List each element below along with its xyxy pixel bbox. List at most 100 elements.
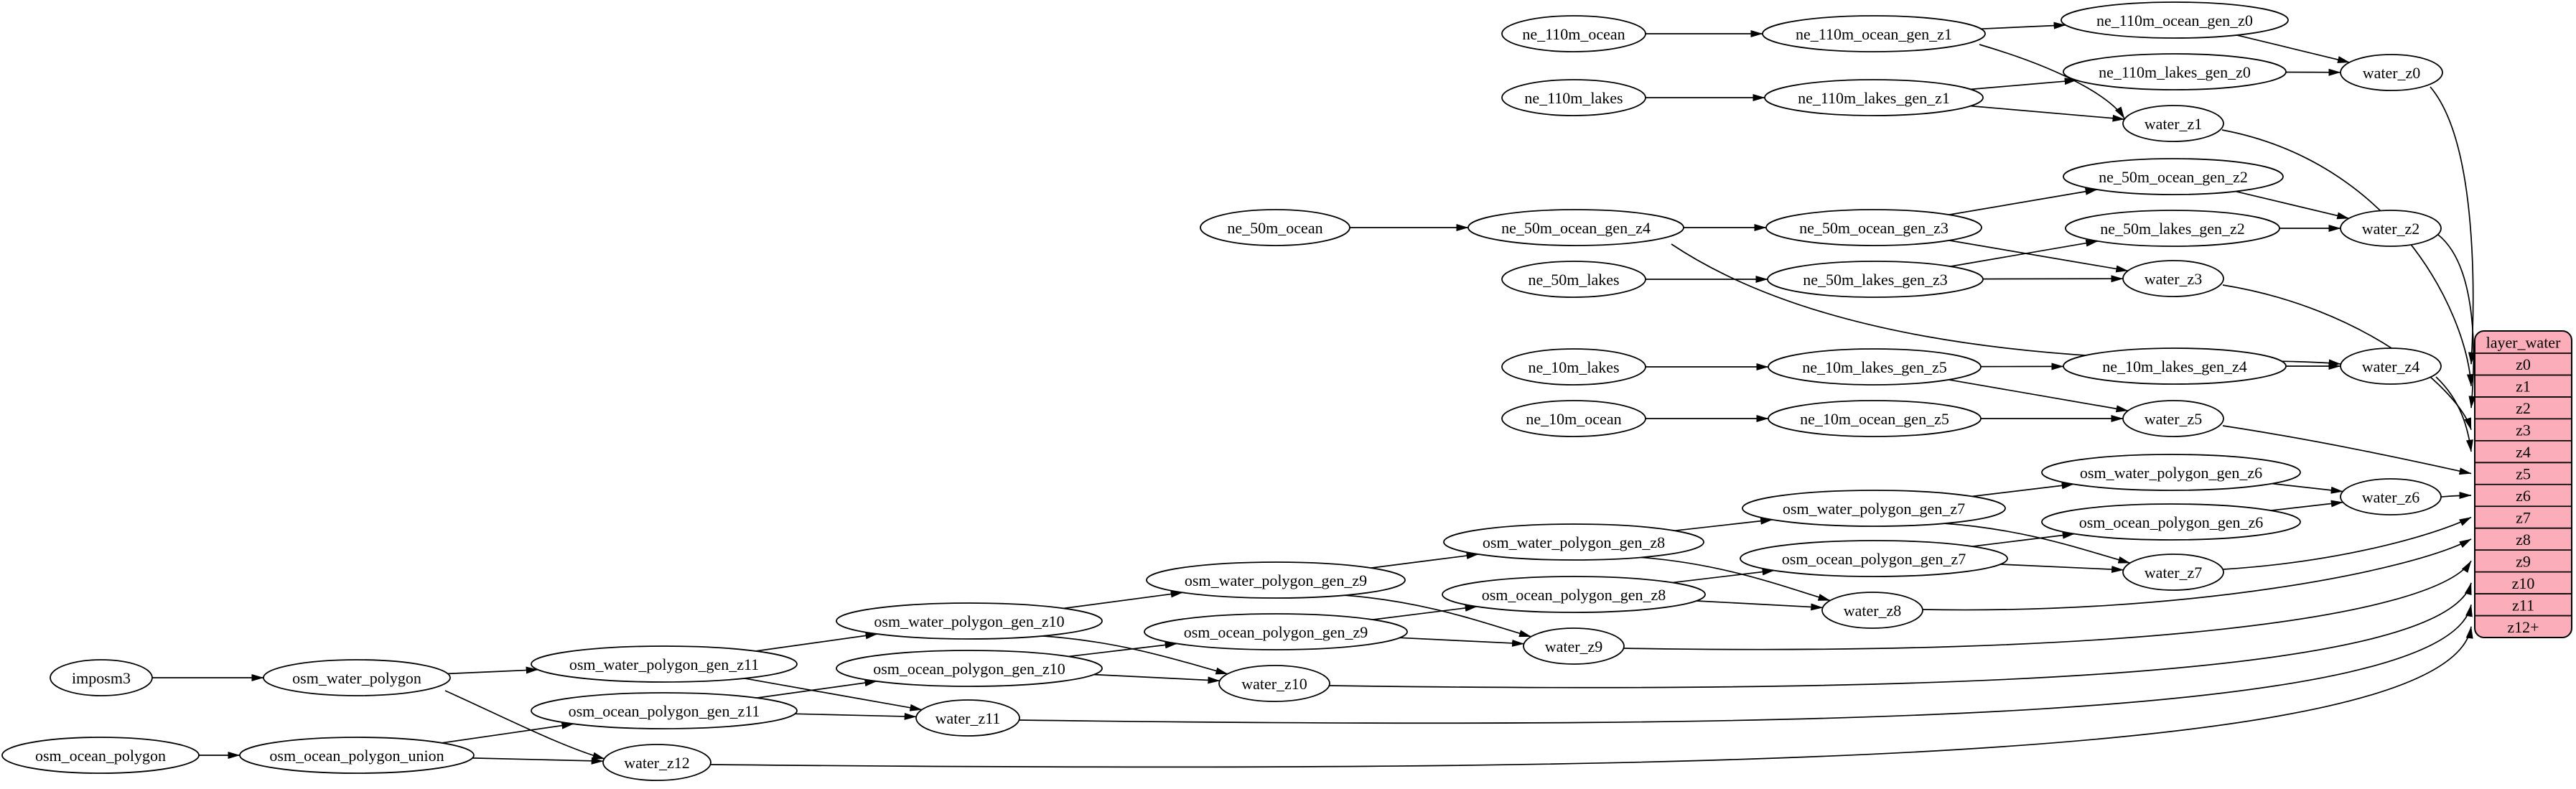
node-ellipse-water_z6: [2340, 478, 2442, 515]
record-row-z3: z3: [2516, 421, 2531, 439]
edge-ne_50m_ocean_gen_z2-to-water_z2: [2235, 190, 2350, 220]
node-label-osm_water_polygon_gen_z10: osm_water_polygon_gen_z10: [874, 612, 1064, 630]
node-ellipse-osm_water_polygon_gen_z11: [531, 645, 798, 683]
node-ellipse-ne_10m_lakes_gen_z5: [1768, 348, 1982, 386]
node-ellipse-osm_ocean_polygon_gen_z6: [2041, 503, 2301, 541]
node-ellipse-ne_110m_lakes_gen_z1: [1764, 79, 1984, 116]
edge-osm_water_polygon_gen_z11-to-water_z11: [744, 678, 923, 711]
node-label-ne_10m_lakes: ne_10m_lakes: [1528, 358, 1619, 376]
node-label-ne_110m_ocean_gen_z1: ne_110m_ocean_gen_z1: [1796, 25, 1952, 43]
node-ellipse-ne_10m_ocean: [1501, 400, 1646, 437]
node-label-water_z5: water_z5: [2145, 410, 2203, 428]
node-ellipse-osm_ocean_polygon_union: [239, 737, 475, 774]
edge-osm_ocean_polygon_gen_z8-to-water_z8: [1696, 600, 1824, 611]
node-label-water_z9: water_z9: [1545, 638, 1603, 655]
record-title: layer_water: [2486, 334, 2561, 352]
node-ne_10m_ocean: ne_10m_ocean: [1501, 400, 1646, 437]
node-ne_10m_ocean_gen_z5: ne_10m_ocean_gen_z5: [1768, 400, 1982, 437]
node-ellipse-water_z8: [1821, 592, 1923, 629]
node-water_z9: water_z9: [1523, 627, 1625, 665]
edge-water_z11-to-record-z11: [1019, 604, 2473, 724]
node-label-ne_110m_lakes_gen_z0: ne_110m_lakes_gen_z0: [2099, 63, 2251, 81]
node-label-osm_water_polygon_gen_z7: osm_water_polygon_gen_z7: [1783, 500, 1965, 518]
node-ellipse-water_z4: [2340, 347, 2442, 385]
node-label-water_z3: water_z3: [2145, 270, 2203, 288]
node-osm_ocean_polygon_gen_z9: osm_ocean_polygon_gen_z9: [1144, 613, 1408, 650]
node-ellipse-imposm3: [50, 659, 153, 696]
node-ellipse-ne_110m_ocean_gen_z1: [1762, 15, 1986, 52]
node-osm_ocean_polygon_gen_z8: osm_ocean_polygon_gen_z8: [1442, 576, 1706, 613]
node-ellipse-water_z11: [915, 699, 1020, 737]
node-ellipse-ne_50m_lakes_gen_z3: [1767, 261, 1984, 298]
node-label-water_z10: water_z10: [1241, 675, 1307, 693]
node-imposm3: imposm3: [50, 659, 153, 696]
node-ne_50m_lakes_gen_z2: ne_50m_lakes_gen_z2: [2065, 210, 2280, 247]
node-ellipse-osm_water_polygon_gen_z8: [1443, 523, 1704, 561]
edge-osm_ocean_polygon_gen_z11-to-osm_ocean_polygon_gen_z10: [756, 679, 877, 699]
node-ellipse-osm_water_polygon_gen_z7: [1742, 490, 2006, 527]
edge-ne_50m_ocean_gen_z4-to-water_z4: [1671, 243, 2341, 367]
node-ellipse-ne_50m_ocean_gen_z2: [2063, 158, 2284, 195]
edge-osm_ocean_polygon_gen_z10-to-osm_ocean_polygon_gen_z9: [1068, 641, 1177, 658]
node-ellipse-osm_ocean_polygon_gen_z11: [531, 692, 798, 729]
node-label-osm_ocean_polygon_union: osm_ocean_polygon_union: [269, 747, 444, 765]
record-row-z8: z8: [2516, 531, 2531, 548]
edge-water_z5-to-record-z5: [2222, 425, 2472, 475]
node-ellipse-water_z12: [602, 744, 711, 781]
edge-osm_water_polygon_gen_z7-to-osm_water_polygon_gen_z6: [1971, 482, 2074, 498]
edge-osm_ocean_polygon_gen_z8-to-osm_ocean_polygon_gen_z7: [1672, 568, 1775, 584]
node-water_z10: water_z10: [1218, 665, 1330, 702]
node-label-water_z4: water_z4: [2362, 358, 2420, 375]
edge-osm_water_polygon_gen_z7-to-water_z7: [1944, 523, 2131, 564]
node-water_z1: water_z1: [2122, 105, 2224, 142]
node-label-ne_50m_ocean: ne_50m_ocean: [1227, 219, 1322, 237]
node-ellipse-ne_50m_lakes: [1501, 261, 1646, 298]
edge-osm_ocean_polygon_gen_z7-to-osm_ocean_polygon_gen_z6: [1971, 531, 2075, 547]
node-osm_ocean_polygon_gen_z7: osm_ocean_polygon_gen_z7: [1740, 540, 2008, 577]
node-ellipse-water_z3: [2122, 260, 2224, 297]
node-osm_water_polygon_gen_z7: osm_water_polygon_gen_z7: [1742, 490, 2006, 527]
edge-osm_ocean_polygon_gen_z6-to-water_z6: [2270, 500, 2343, 511]
edge-water_z6-to-record-z6: [2440, 492, 2472, 500]
node-label-water_z7: water_z7: [2145, 564, 2203, 582]
edge-water_z8-to-record-z8: [1922, 538, 2472, 611]
node-osm_ocean_polygon_union: osm_ocean_polygon_union: [239, 737, 475, 774]
node-osm_ocean_polygon_gen_z10: osm_ocean_polygon_gen_z10: [836, 650, 1103, 687]
edge-osm_ocean_polygon_union-to-water_z12: [472, 757, 604, 765]
edge-osm_water_polygon_gen_z10-to-water_z10: [1042, 635, 1228, 675]
edge-water_z12-to-record-z12+: [710, 626, 2473, 768]
node-label-ne_110m_lakes_gen_z1: ne_110m_lakes_gen_z1: [1798, 89, 1950, 107]
node-ellipse-osm_water_polygon_gen_z10: [836, 602, 1103, 640]
edge-osm_water_polygon_gen_z6-to-water_z6: [2272, 482, 2343, 494]
node-label-water_z12: water_z12: [624, 754, 690, 772]
edge-water_z2-to-record-z2: [2437, 234, 2476, 408]
node-water_z7: water_z7: [2122, 554, 2224, 591]
node-ellipse-ne_50m_ocean_gen_z3: [1765, 209, 1982, 246]
node-ellipse-osm_ocean_polygon_gen_z8: [1442, 576, 1706, 613]
edge-osm_ocean_polygon_gen_z7-to-water_z7: [2000, 564, 2124, 574]
node-ne_10m_lakes_gen_z5: ne_10m_lakes_gen_z5: [1768, 348, 1982, 386]
node-ellipse-ne_110m_ocean_gen_z0: [2061, 1, 2289, 39]
node-label-ne_50m_lakes_gen_z2: ne_50m_lakes_gen_z2: [2100, 220, 2245, 238]
edge-osm_water_polygon-to-osm_water_polygon_gen_z11: [447, 666, 538, 675]
node-label-osm_ocean_polygon_gen_z6: osm_ocean_polygon_gen_z6: [2079, 513, 2264, 531]
edges-layer: [152, 22, 2476, 768]
edge-osm_water_polygon_gen_z10-to-osm_water_polygon_gen_z9: [1063, 590, 1183, 610]
node-ne_110m_lakes_gen_z0: ne_110m_lakes_gen_z0: [2063, 53, 2287, 90]
node-ellipse-water_z5: [2122, 400, 2224, 437]
edge-osm_water_polygon_gen_z11-to-osm_water_polygon_gen_z10: [755, 632, 878, 652]
node-label-ne_10m_lakes_gen_z5: ne_10m_lakes_gen_z5: [1802, 358, 1947, 376]
node-ellipse-osm_ocean_polygon: [1, 737, 200, 774]
edge-osm_water_polygon_gen_z9-to-osm_water_polygon_gen_z8: [1371, 552, 1479, 569]
edge-osm_ocean_polygon_gen_z9-to-osm_ocean_polygon_gen_z8: [1372, 604, 1478, 620]
node-water_z11: water_z11: [915, 699, 1020, 737]
node-label-ne_10m_lakes_gen_z4: ne_10m_lakes_gen_z4: [2102, 358, 2247, 375]
node-label-water_z8: water_z8: [1844, 602, 1902, 620]
node-ellipse-ne_10m_lakes: [1501, 348, 1646, 386]
node-label-ne_50m_ocean_gen_z4: ne_50m_ocean_gen_z4: [1501, 219, 1651, 237]
node-ellipse-ne_110m_lakes_gen_z0: [2063, 53, 2287, 90]
node-osm_ocean_polygon_gen_z11: osm_ocean_polygon_gen_z11: [531, 692, 798, 729]
edge-ne_10m_lakes_gen_z5-to-water_z5: [1949, 379, 2129, 413]
node-ne_110m_ocean_gen_z0: ne_110m_ocean_gen_z0: [2061, 1, 2289, 39]
